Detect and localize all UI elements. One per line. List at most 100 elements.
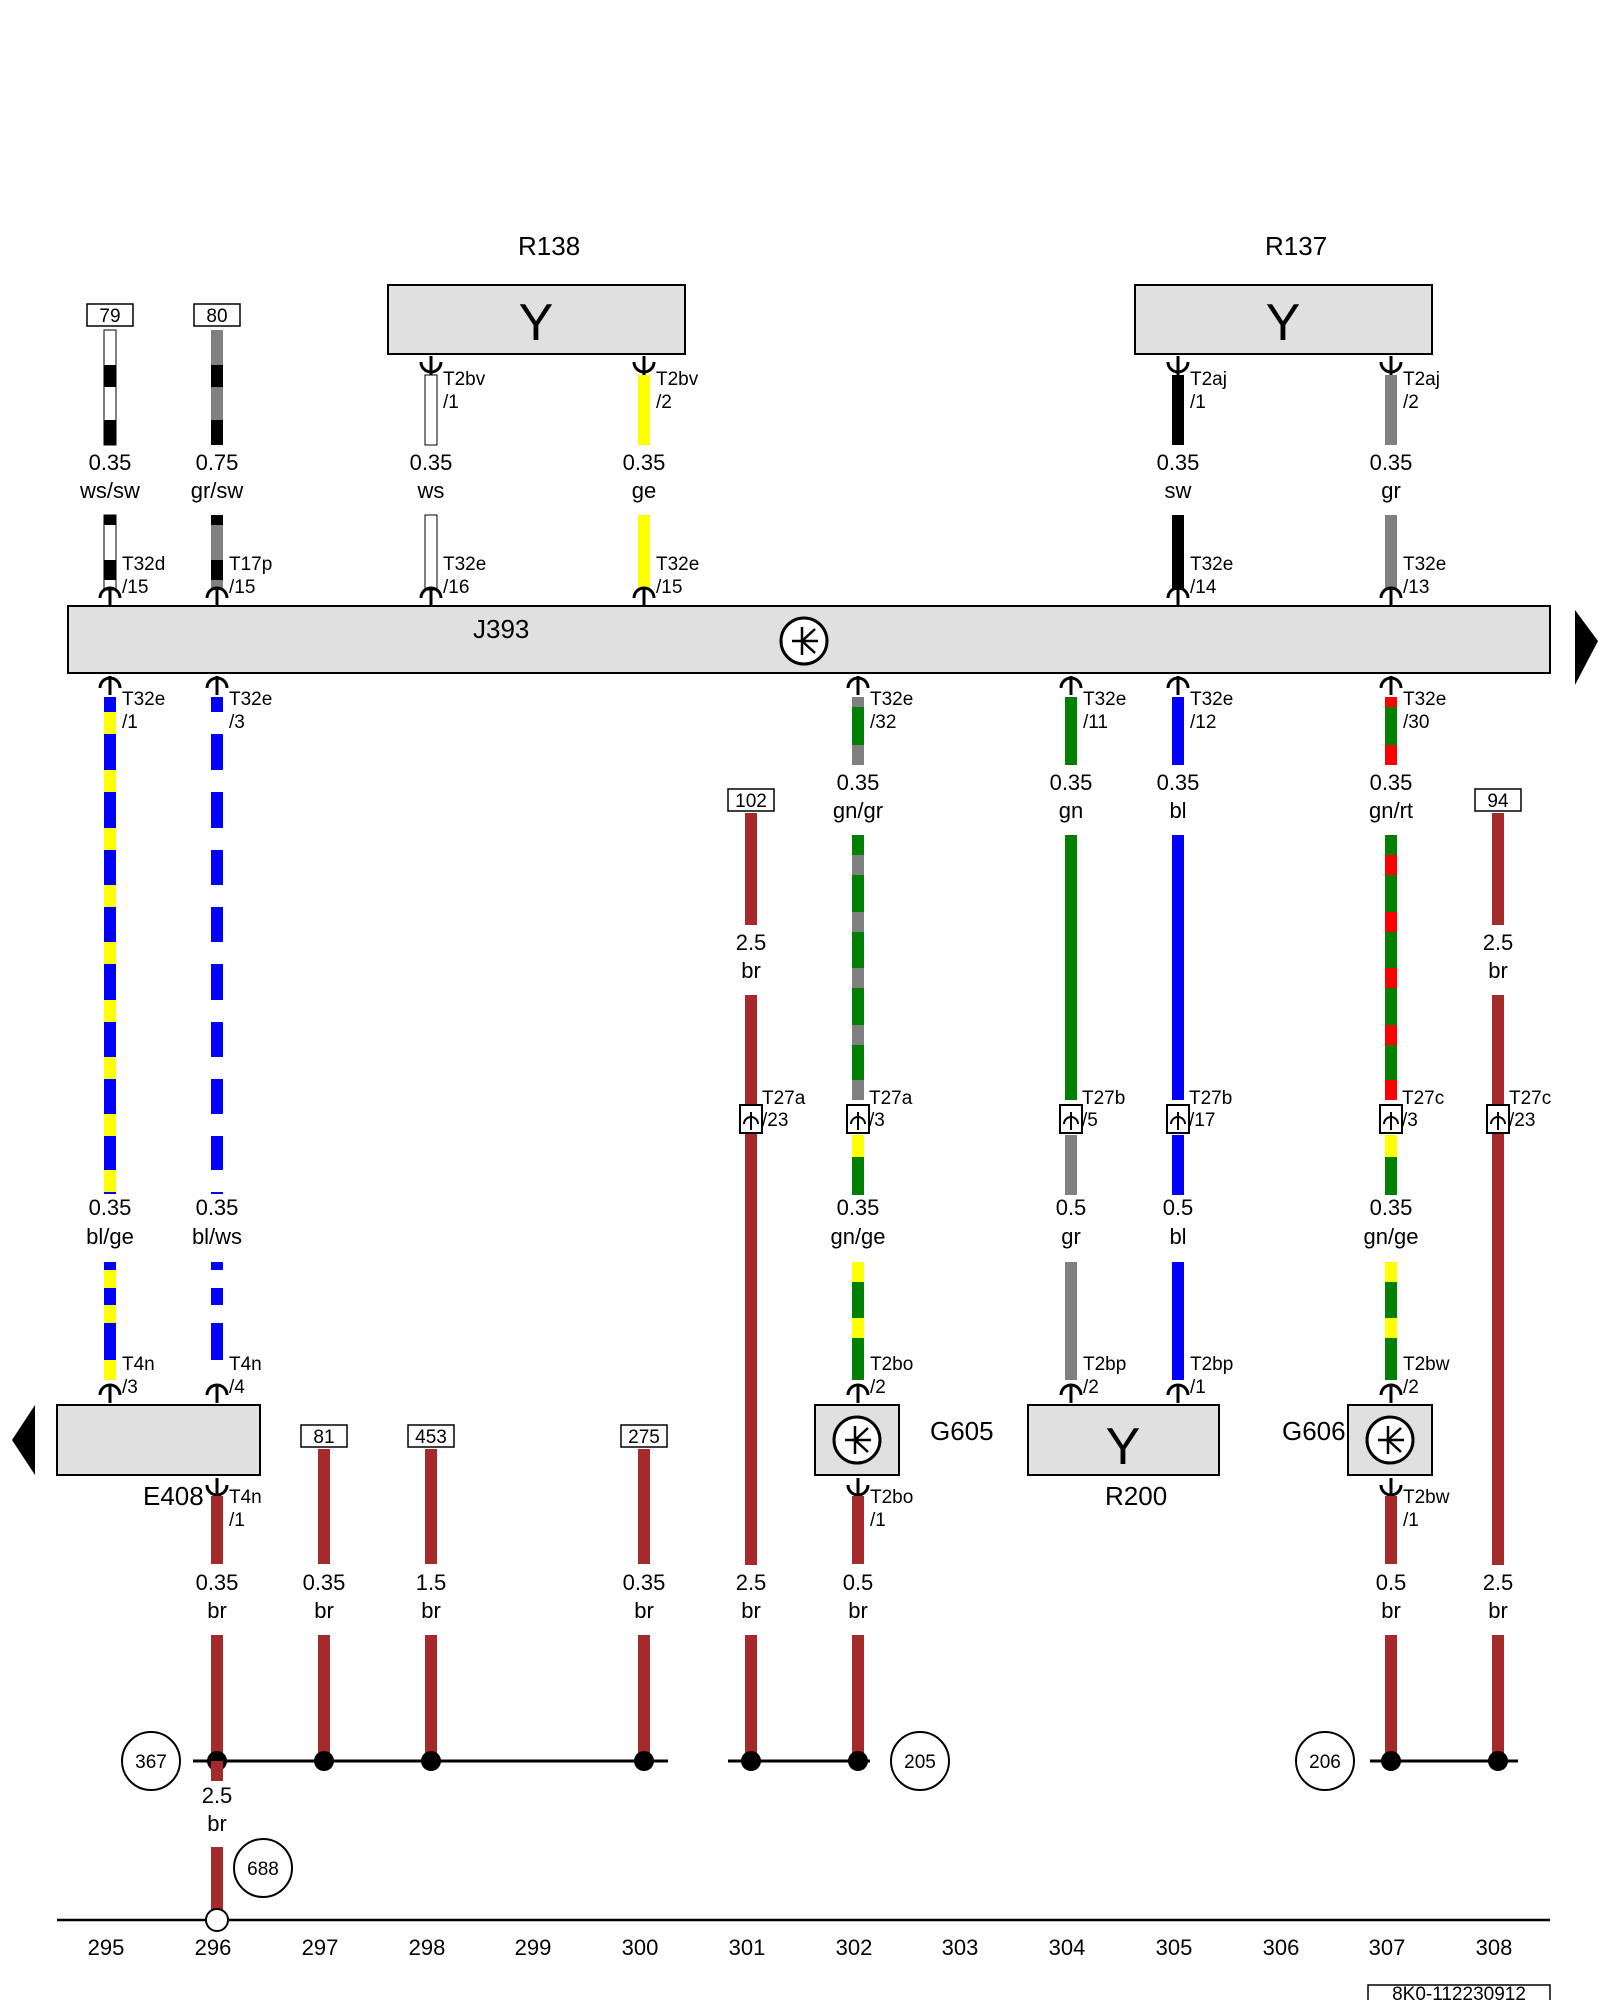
continuation-arrow-right-icon bbox=[1575, 610, 1598, 685]
svg-text:ws: ws bbox=[417, 478, 445, 503]
wire-segment-gn-ge-lower bbox=[852, 1262, 864, 1380]
svg-text:367: 367 bbox=[135, 1752, 167, 1773]
pin-t32e-15: /15 bbox=[656, 577, 682, 598]
wire-segment-gr-lower bbox=[1065, 1262, 1077, 1380]
conn-t2aj-2: T2aj bbox=[1403, 369, 1440, 390]
conn-t2bo-1: T2bo bbox=[870, 1487, 913, 1508]
conn-t2bp-2: T2bp bbox=[1083, 1354, 1126, 1375]
pin-connectors-component-top bbox=[98, 1383, 1403, 1403]
t27-connectors bbox=[739, 1104, 1510, 1134]
pin-connectors-r138-r137 bbox=[419, 356, 1403, 375]
conn-t2bp-1: T2bp bbox=[1190, 1354, 1233, 1375]
svg-text:gr/sw: gr/sw bbox=[191, 478, 244, 503]
wire-segment-gn-rt bbox=[1385, 697, 1397, 1100]
pin-t32d-15: /15 bbox=[122, 577, 148, 598]
bottom-rail-terminal bbox=[205, 1908, 229, 1932]
wire-segment-bl-ge-lower bbox=[104, 1262, 116, 1380]
gnd-size-1: 0.35 bbox=[196, 1570, 239, 1595]
pin-t27a-3: /3 bbox=[869, 1110, 885, 1131]
gnd-color-8: br bbox=[1488, 1598, 1508, 1623]
pin-connectors-j393-top bbox=[98, 586, 1403, 605]
r200-box bbox=[1027, 1404, 1220, 1476]
g605-sensor-icon bbox=[832, 1415, 882, 1465]
wire-segment-sw-lower bbox=[1172, 515, 1184, 590]
ground-point-688: 688 bbox=[233, 1838, 293, 1898]
wire-segment-br-power-1-upper bbox=[745, 813, 757, 925]
g606-label: G606 bbox=[1282, 1416, 1346, 1446]
wire-segment-bl-ge-upper bbox=[104, 697, 116, 1194]
pin-t27c-23: /23 bbox=[1509, 1110, 1535, 1131]
wire-size-gr: 0.5 bbox=[1056, 1195, 1087, 1220]
wire-color-bl-2: bl bbox=[1169, 1224, 1186, 1249]
conn-t32e-1: T32e bbox=[122, 689, 165, 710]
conn-t4n-4: T4n bbox=[229, 1354, 262, 1375]
wire-segment-gn-long bbox=[1065, 835, 1077, 1100]
svg-text:ws/sw: ws/sw bbox=[79, 478, 140, 503]
wire-segment-gn-gr bbox=[852, 697, 864, 1100]
pin-t2bv-2: /2 bbox=[656, 392, 672, 413]
svg-text:308: 308 bbox=[1476, 1935, 1513, 1960]
conn-t32e-12: T32e bbox=[1190, 689, 1233, 710]
pin-t27b-17: /17 bbox=[1189, 1110, 1215, 1131]
doc-id: 8K0-112230912 bbox=[1392, 1984, 1526, 2000]
pin-connectors-component-bottom bbox=[205, 1478, 1403, 1497]
pin-t4n-1: /1 bbox=[229, 1510, 245, 1531]
wire-color-gn-gr: gn/gr bbox=[833, 798, 883, 823]
wire-color-gr: gr bbox=[1061, 1224, 1081, 1249]
pin-t2bo-2: /2 bbox=[870, 1377, 886, 1398]
svg-text:307: 307 bbox=[1369, 1935, 1406, 1960]
grid-numbers: 295 296 297 298 299 300 301 302 303 304 … bbox=[88, 1935, 1513, 1960]
pin-t2bv-1: /1 bbox=[443, 392, 459, 413]
j393-electronic-icon bbox=[779, 616, 829, 666]
wire-size-gn-rt: 0.35 bbox=[1370, 770, 1413, 795]
pin-t2bo-1: /1 bbox=[870, 1510, 886, 1531]
wire-segment-ws-sw-lower bbox=[103, 514, 117, 591]
r200-symbol: Y bbox=[1106, 1418, 1141, 1476]
conn-t32e-15: T32e bbox=[656, 554, 699, 575]
conn-t2aj-1: T2aj bbox=[1190, 369, 1227, 390]
gnd-size-6: 0.5 bbox=[843, 1570, 874, 1595]
conn-t27b-17: T27b bbox=[1189, 1088, 1232, 1109]
wire-segment-gr-upper bbox=[1385, 375, 1397, 445]
conn-t32e-11: T32e bbox=[1083, 689, 1126, 710]
wire-segment-ws-upper bbox=[424, 374, 438, 446]
conn-t27a-3: T27a bbox=[869, 1088, 913, 1109]
svg-text:94: 94 bbox=[1487, 791, 1509, 812]
pin-t32e-11: /11 bbox=[1083, 712, 1108, 733]
wire-color-gn-rt: gn/rt bbox=[1369, 798, 1413, 823]
wire-segment-gr-lower bbox=[1385, 515, 1397, 590]
e408-box bbox=[56, 1404, 261, 1476]
wire-size-power-1: 2.5 bbox=[736, 930, 767, 955]
wire-segment-br-power-2-bottom bbox=[1492, 1135, 1504, 1565]
r137-symbol: Y bbox=[1266, 294, 1301, 352]
wire-labels-top: 0.35 ws/sw 0.75 gr/sw 0.35 ws 0.35 ge 0.… bbox=[79, 450, 1412, 503]
wire-size-bl-1: 0.35 bbox=[1157, 770, 1200, 795]
pin-t27c-3: /3 bbox=[1402, 1110, 1418, 1131]
wire-segment-gn-ge-lower-2 bbox=[1385, 1262, 1397, 1380]
svg-text:306: 306 bbox=[1263, 1935, 1300, 1960]
pin-t32e-1: /1 bbox=[122, 712, 138, 733]
conn-t32e-14: T32e bbox=[1190, 554, 1233, 575]
gnd-size-5: 2.5 bbox=[736, 1570, 767, 1595]
pin-t27a-23: /23 bbox=[762, 1110, 788, 1131]
gnd-color-3: br bbox=[421, 1598, 441, 1623]
e408-label: E408 bbox=[143, 1481, 204, 1511]
svg-text:205: 205 bbox=[904, 1752, 936, 1773]
pin-t32e-3: /3 bbox=[229, 712, 245, 733]
wire-segment-br-power-1-bottom bbox=[745, 1135, 757, 1565]
gnd-color-5: br bbox=[741, 1598, 761, 1623]
pin-t32e-14: /14 bbox=[1190, 577, 1217, 598]
ref-box-453: 453 bbox=[407, 1424, 455, 1448]
conn-t32e-13: T32e bbox=[1403, 554, 1446, 575]
svg-text:275: 275 bbox=[628, 1427, 660, 1448]
svg-text:102: 102 bbox=[735, 791, 767, 812]
wire-segment-gn-ge-mid-2 bbox=[1385, 1135, 1397, 1195]
wire-segment-sw-upper bbox=[1172, 375, 1184, 445]
wire-segment-bl-ws-lower bbox=[211, 1262, 223, 1380]
conn-t2bw-2: T2bw bbox=[1403, 1354, 1450, 1375]
svg-text:206: 206 bbox=[1309, 1752, 1341, 1773]
wire-segment-br-power-2-upper bbox=[1492, 813, 1504, 925]
wire-segment-br-bottom-lower bbox=[211, 1847, 223, 1917]
wire-color-gn-ge-2: gn/ge bbox=[1363, 1224, 1418, 1249]
